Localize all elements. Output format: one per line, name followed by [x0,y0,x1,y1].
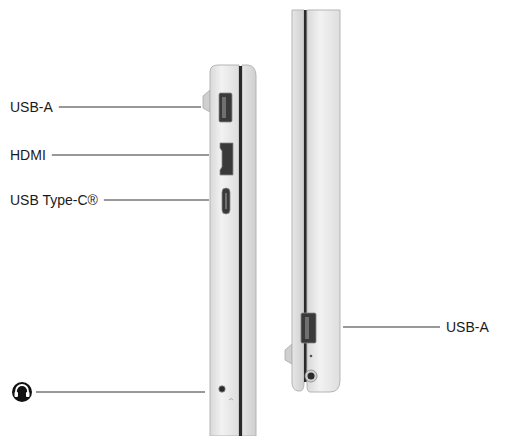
headphone-symbol [12,382,32,402]
leader-line [36,392,205,393]
port-label: USB-A [10,98,53,116]
leader-line [59,107,201,108]
leader-line [343,327,440,328]
right-laptop-side [285,10,340,392]
port-label: HDMI [10,146,46,164]
port-label: USB-A [446,318,489,336]
left-laptop-side [203,65,256,436]
port-label: USB Type-C® [10,191,98,209]
leader-line [52,155,209,156]
leader-line [104,200,209,201]
